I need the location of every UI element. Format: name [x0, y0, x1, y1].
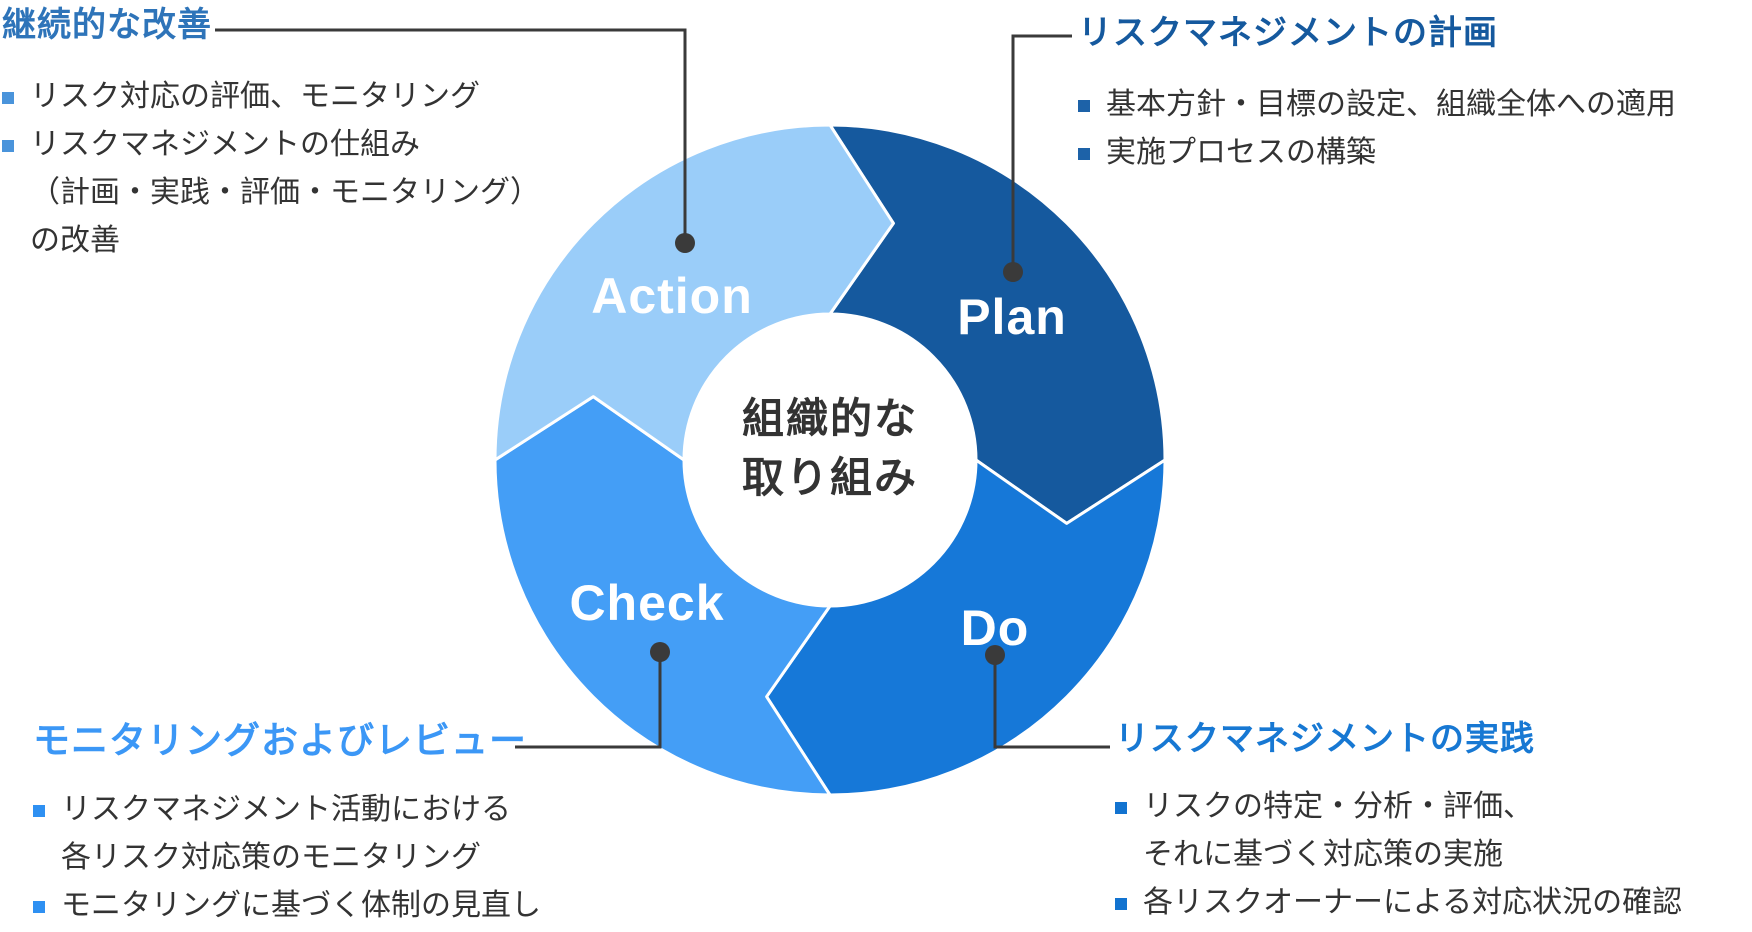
connectors — [215, 28, 1110, 749]
list-item-continuation: それに基づく対応策の実施 — [1115, 831, 1682, 879]
bullet-text: モニタリングに基づく体制の見直し — [61, 889, 541, 923]
list-item: モニタリングに基づく体制の見直し — [33, 882, 541, 930]
bullet-text: の改善 — [30, 223, 120, 257]
plan-bullet-list: 基本方針・目標の設定、組織全体への適用 実施プロセスの構築 — [1078, 81, 1676, 177]
bullet-text: 実施プロセスの構築 — [1106, 135, 1376, 169]
segment-label-plan: Plan — [957, 289, 1067, 345]
bullet-square-icon — [2, 139, 14, 152]
segment-labels: Action Plan Check Do — [569, 268, 1067, 656]
check-bullet-list: リスクマネジメント活動における 各リスク対応策のモニタリング モニタリングに基づ… — [33, 786, 541, 930]
list-item: リスクマネジメントの仕組み — [2, 121, 540, 169]
bullet-square-icon — [1078, 99, 1090, 112]
bullet-text: リスク対応の評価、モニタリング — [30, 79, 480, 113]
segment-label-action: Action — [591, 268, 753, 324]
bullet-text: リスクマネジメントの仕組み — [30, 127, 420, 161]
list-item-continuation: 各リスク対応策のモニタリング — [33, 834, 541, 882]
bullet-square-icon — [33, 901, 45, 914]
list-item: 実施プロセスの構築 — [1078, 129, 1676, 177]
connector-dot-check — [650, 642, 670, 662]
bullet-square-icon — [1115, 897, 1127, 910]
donut-center-text: 組織的な 取り組み — [742, 395, 918, 501]
list-item: リスクの特定・分析・評価、 — [1115, 783, 1682, 831]
action-annotation-block: 継続的な改善 リスク対応の評価、モニタリング リスクマネジメントの仕組み （計画… — [2, 4, 540, 265]
bullet-square-icon — [2, 91, 14, 104]
action-bullet-list: リスク対応の評価、モニタリング リスクマネジメントの仕組み （計画・実践・評価・… — [2, 73, 540, 265]
bullet-text: リスクの特定・分析・評価、 — [1143, 789, 1533, 823]
list-item: リスクマネジメント活動における — [33, 786, 541, 834]
segment-check — [493, 395, 832, 797]
bullet-square-icon — [33, 805, 45, 818]
list-item: リスク対応の評価、モニタリング — [2, 73, 540, 121]
action-annotation-title: 継続的な改善 — [2, 6, 212, 44]
segment-label-do: Do — [961, 600, 1030, 656]
check-annotation-block: モニタリングおよびレビュー リスクマネジメント活動における 各リスク対応策のモニ… — [33, 718, 541, 930]
list-item: 各リスクオーナーによる対応状況の確認 — [1115, 879, 1682, 927]
bullet-text: リスクマネジメント活動における — [61, 793, 511, 827]
segment-action — [493, 123, 895, 462]
connector-dot-action — [675, 233, 695, 253]
list-item: 基本方針・目標の設定、組織全体への適用 — [1078, 81, 1676, 129]
do-annotation-title: リスクマネジメントの実践 — [1115, 720, 1535, 758]
segment-label-check: Check — [569, 575, 724, 631]
list-item-continuation: の改善 — [2, 217, 540, 265]
donut-segments — [493, 123, 1167, 797]
bullet-square-icon — [1078, 147, 1090, 160]
plan-annotation-title: リスクマネジメントの計画 — [1078, 14, 1498, 52]
bullet-text: 各リスク対応策のモニタリング — [61, 841, 481, 875]
bullet-text: （計画・実践・評価・モニタリング） — [30, 175, 540, 209]
connector-dot-plan — [1003, 262, 1023, 282]
bullet-text: それに基づく対応策の実施 — [1143, 837, 1503, 871]
segment-do — [765, 458, 1167, 797]
do-annotation-block: リスクマネジメントの実践 リスクの特定・分析・評価、 それに基づく対応策の実施 … — [1115, 718, 1682, 927]
segment-plan — [828, 123, 1167, 525]
bullet-text: 各リスクオーナーによる対応状況の確認 — [1143, 885, 1683, 919]
connector-dot-do — [985, 645, 1005, 665]
do-bullet-list: リスクの特定・分析・評価、 それに基づく対応策の実施 各リスクオーナーによる対応… — [1115, 783, 1682, 927]
list-item-continuation: （計画・実践・評価・モニタリング） — [2, 169, 540, 217]
bullet-text: 基本方針・目標の設定、組織全体への適用 — [1106, 87, 1676, 121]
check-annotation-title: モニタリングおよびレビュー — [33, 720, 527, 761]
center-text-line1: 組織的な — [742, 395, 918, 442]
bullet-square-icon — [1115, 801, 1127, 814]
center-text-line2: 取り組み — [742, 454, 918, 501]
plan-annotation-block: リスクマネジメントの計画 基本方針・目標の設定、組織全体への適用 実施プロセスの… — [1078, 12, 1676, 177]
